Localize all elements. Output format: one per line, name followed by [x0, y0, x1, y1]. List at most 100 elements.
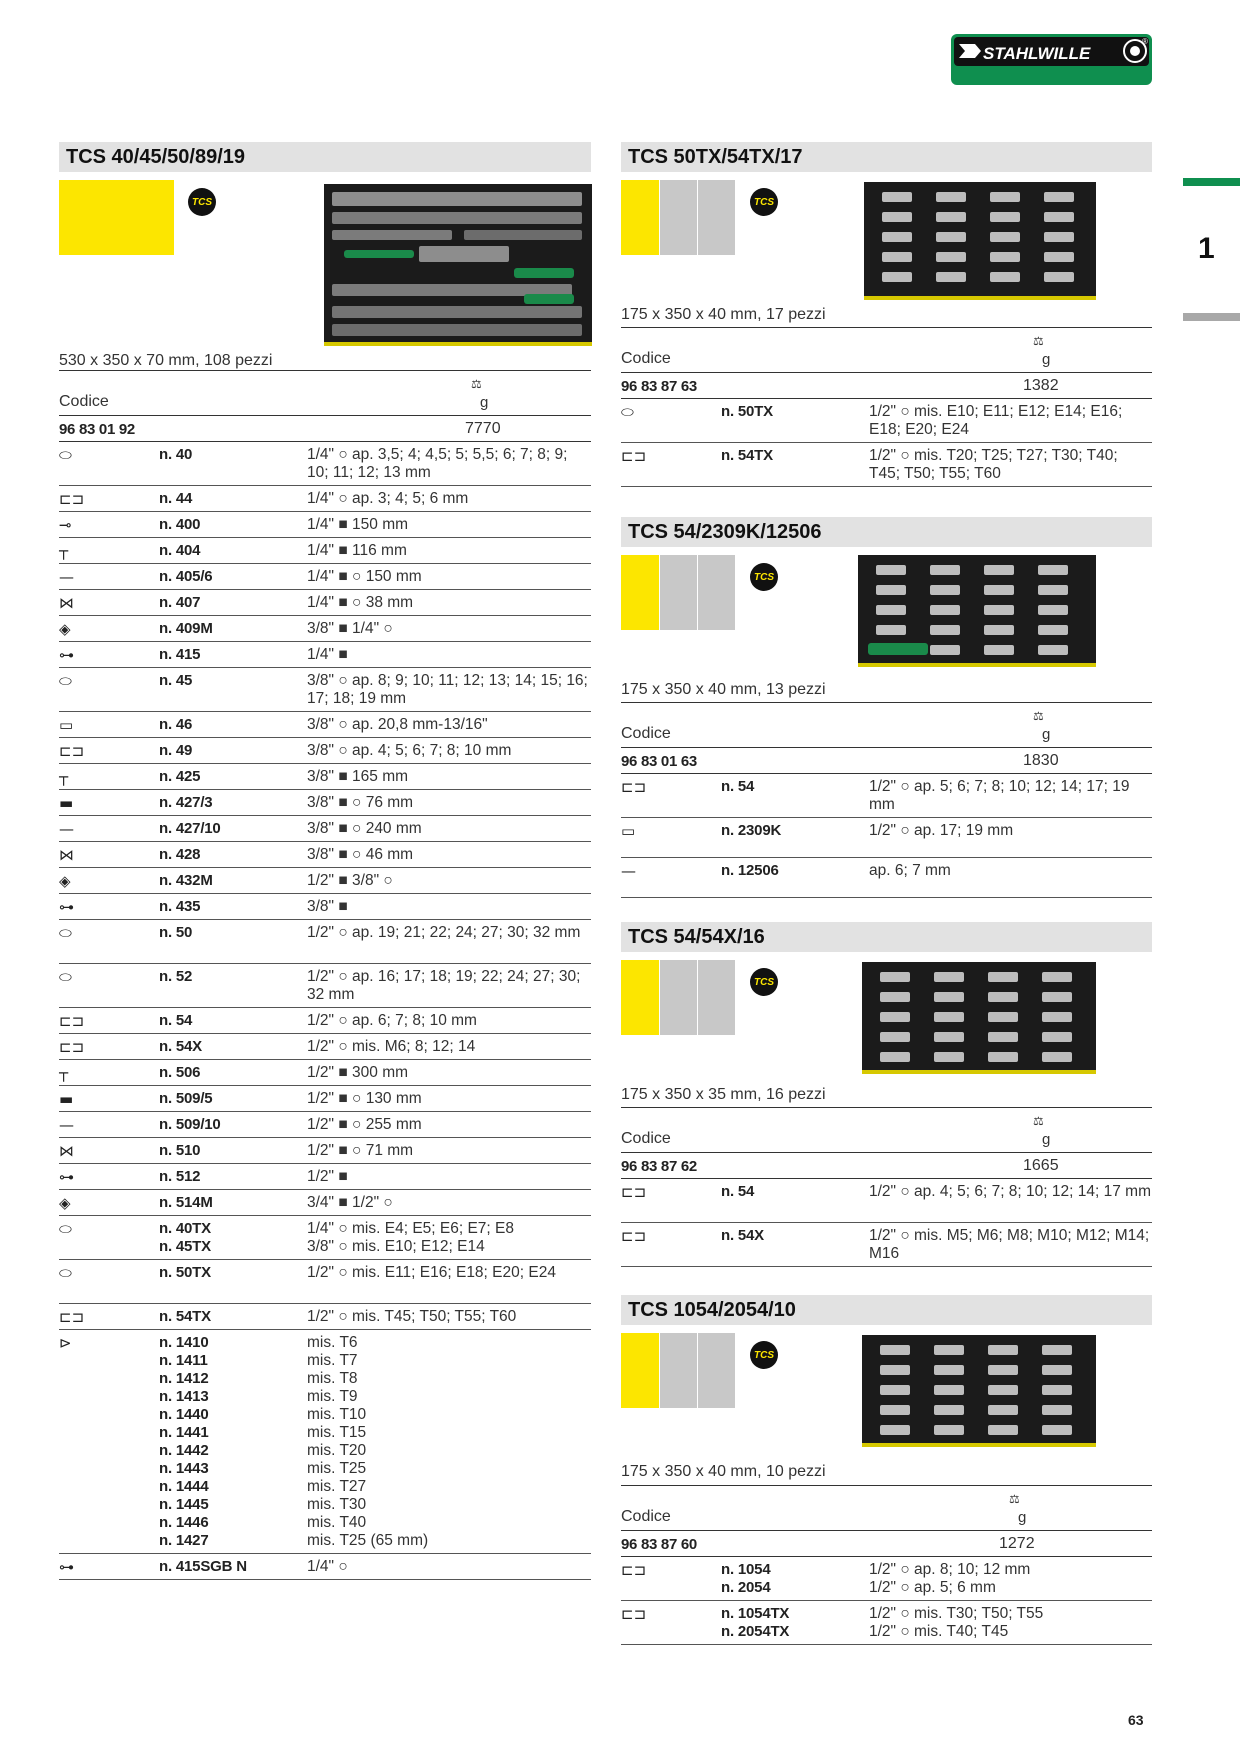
section-title: TCS 54/2309K/12506	[621, 517, 1152, 547]
adaptor-icon: ◈	[59, 1194, 71, 1212]
tcs-badge-icon: TCS	[188, 188, 216, 216]
socket-icon: ⬭	[59, 1264, 72, 1282]
item-model: n. 54X	[159, 1038, 202, 1055]
stahlwille-logo: STAHLWILLE ®	[951, 34, 1152, 85]
bit-socket-icon: ⊏⊐	[59, 742, 85, 760]
item-spec: 1/2" ○ ap. 8; 10; 12 mm 1/2" ○ ap. 5; 6 …	[869, 1561, 1031, 1596]
item-model: n. 52	[159, 968, 193, 985]
item-spec: 1/2" ○ ap. 6; 7; 8; 10 mm	[307, 1012, 477, 1029]
item-model: n. 54	[721, 778, 755, 795]
item-model: n. 509/5	[159, 1090, 213, 1107]
item-spec: 3/8" ■ ○ 46 mm	[307, 846, 414, 863]
article-code: 96 83 87 63	[621, 378, 697, 395]
item-spec: 1/2" ○ ap. 19; 21; 22; 24; 27; 30; 32 mm	[307, 924, 581, 941]
weight-value: 1272	[999, 1535, 1035, 1552]
weight-unit: g	[1042, 726, 1051, 743]
grey-swatch	[659, 555, 697, 630]
item-model: n. 50	[159, 924, 193, 941]
item-spec: 1/2" ■ 3/8" ○	[307, 872, 393, 889]
t-bar-icon: ┬	[59, 542, 69, 560]
long-bit-socket-icon: ⊏⊐	[621, 1561, 647, 1579]
weight-value: 1830	[1023, 752, 1059, 769]
socket-icon: ⬭	[621, 403, 634, 421]
yellow-swatch	[59, 180, 174, 255]
article-code: 96 83 87 60	[621, 1536, 697, 1553]
item-spec: 1/2" ○ ap. 5; 6; 7; 8; 10; 12; 14; 17; 1…	[869, 778, 1130, 813]
color-swatches	[621, 960, 735, 1035]
chapter-marker-green	[1183, 178, 1240, 186]
screwdriver-icon: —	[621, 862, 636, 880]
item-spec: 3/8" ■ 165 mm	[307, 768, 409, 785]
item-model: n. 50TX	[721, 403, 773, 420]
item-model: n. 12506	[721, 862, 779, 879]
section-title: TCS 40/45/50/89/19	[59, 142, 591, 172]
dimensions: 530 x 350 x 70 mm, 108 pezzi	[59, 352, 273, 369]
item-model: n. 427/10	[159, 820, 221, 837]
item-model: n. 400	[159, 516, 201, 533]
item-model: n. 49	[159, 742, 193, 759]
product-hero: TCS 530 x 350 x 70 mm, 108 pezzi	[59, 172, 592, 370]
product-section: TCS 40/45/50/89/19 TCS 530 x 350 x 70 mm…	[59, 142, 592, 1580]
ratchet-icon: ⊶	[59, 646, 74, 664]
list-item: — n. 427/10 3/8" ■ ○ 240 mm	[59, 816, 591, 842]
color-swatches	[621, 1333, 735, 1408]
list-item: ⊳n. 1410 n. 1411 n. 1412 n. 1413 n. 1440…	[59, 1330, 591, 1554]
item-spec: 1/2" ○ mis. T45; T50; T55; T60	[307, 1308, 517, 1325]
item-model: n. 2309K	[721, 822, 782, 839]
item-spec: 3/8" ■ ○ 240 mm	[307, 820, 422, 837]
chapter-marker-grey	[1183, 313, 1240, 321]
grey-swatch	[659, 960, 697, 1035]
extension-bar-icon: —	[59, 820, 74, 838]
codice-label: Codice	[621, 350, 671, 367]
item-model: n. 407	[159, 594, 201, 611]
item-model: n. 510	[159, 1142, 201, 1159]
item-model: n. 46	[159, 716, 193, 733]
item-model: n. 514M	[159, 1194, 213, 1211]
grey-swatch	[697, 960, 735, 1035]
item-spec: 1/4" ○	[307, 1558, 348, 1575]
bit-socket-icon: ⊏⊐	[59, 1308, 85, 1326]
socket-icon: ⬭	[59, 924, 72, 942]
tcs-badge-icon: TCS	[750, 1341, 778, 1369]
item-model: n. 54	[721, 1183, 755, 1200]
grey-swatch	[659, 1333, 697, 1408]
item-model: n. 40	[159, 446, 193, 463]
svg-text:®: ®	[1142, 37, 1148, 46]
color-swatches	[621, 555, 735, 630]
scale-icon: ⚖	[1009, 1492, 1020, 1506]
item-model: n. 1054TX n. 2054TX	[721, 1605, 790, 1640]
color-swatches	[621, 180, 735, 255]
page-number: 63	[1128, 1712, 1144, 1728]
item-spec: 3/8" ■ 1/4" ○	[307, 620, 393, 637]
bit-socket-icon: ⊏⊐	[59, 1038, 85, 1056]
extension-bar-icon: ▬	[59, 1090, 74, 1108]
item-model: n. 512	[159, 1168, 201, 1185]
section-title: TCS 54/54X/16	[621, 922, 1152, 952]
color-swatches	[59, 180, 174, 255]
item-spec: 1/2" ■ ○ 71 mm	[307, 1142, 414, 1159]
bit-socket-icon: ⊏⊐	[59, 490, 85, 508]
product-photo	[324, 184, 592, 346]
item-spec: 1/2" ○ mis. E10; E11; E12; E14; E16; E18…	[869, 403, 1123, 438]
product-photo	[862, 1335, 1096, 1447]
weight-unit: g	[1018, 1509, 1027, 1526]
item-spec: 1/4" ○ mis. E4; E5; E6; E7; E8 3/8" ○ mi…	[307, 1220, 514, 1255]
item-model: n. 40TX n. 45TX	[159, 1220, 211, 1255]
section-title: TCS 50TX/54TX/17	[621, 142, 1152, 172]
extension-bar-icon: —	[59, 568, 74, 586]
extension-bar-icon: —	[59, 1116, 74, 1134]
